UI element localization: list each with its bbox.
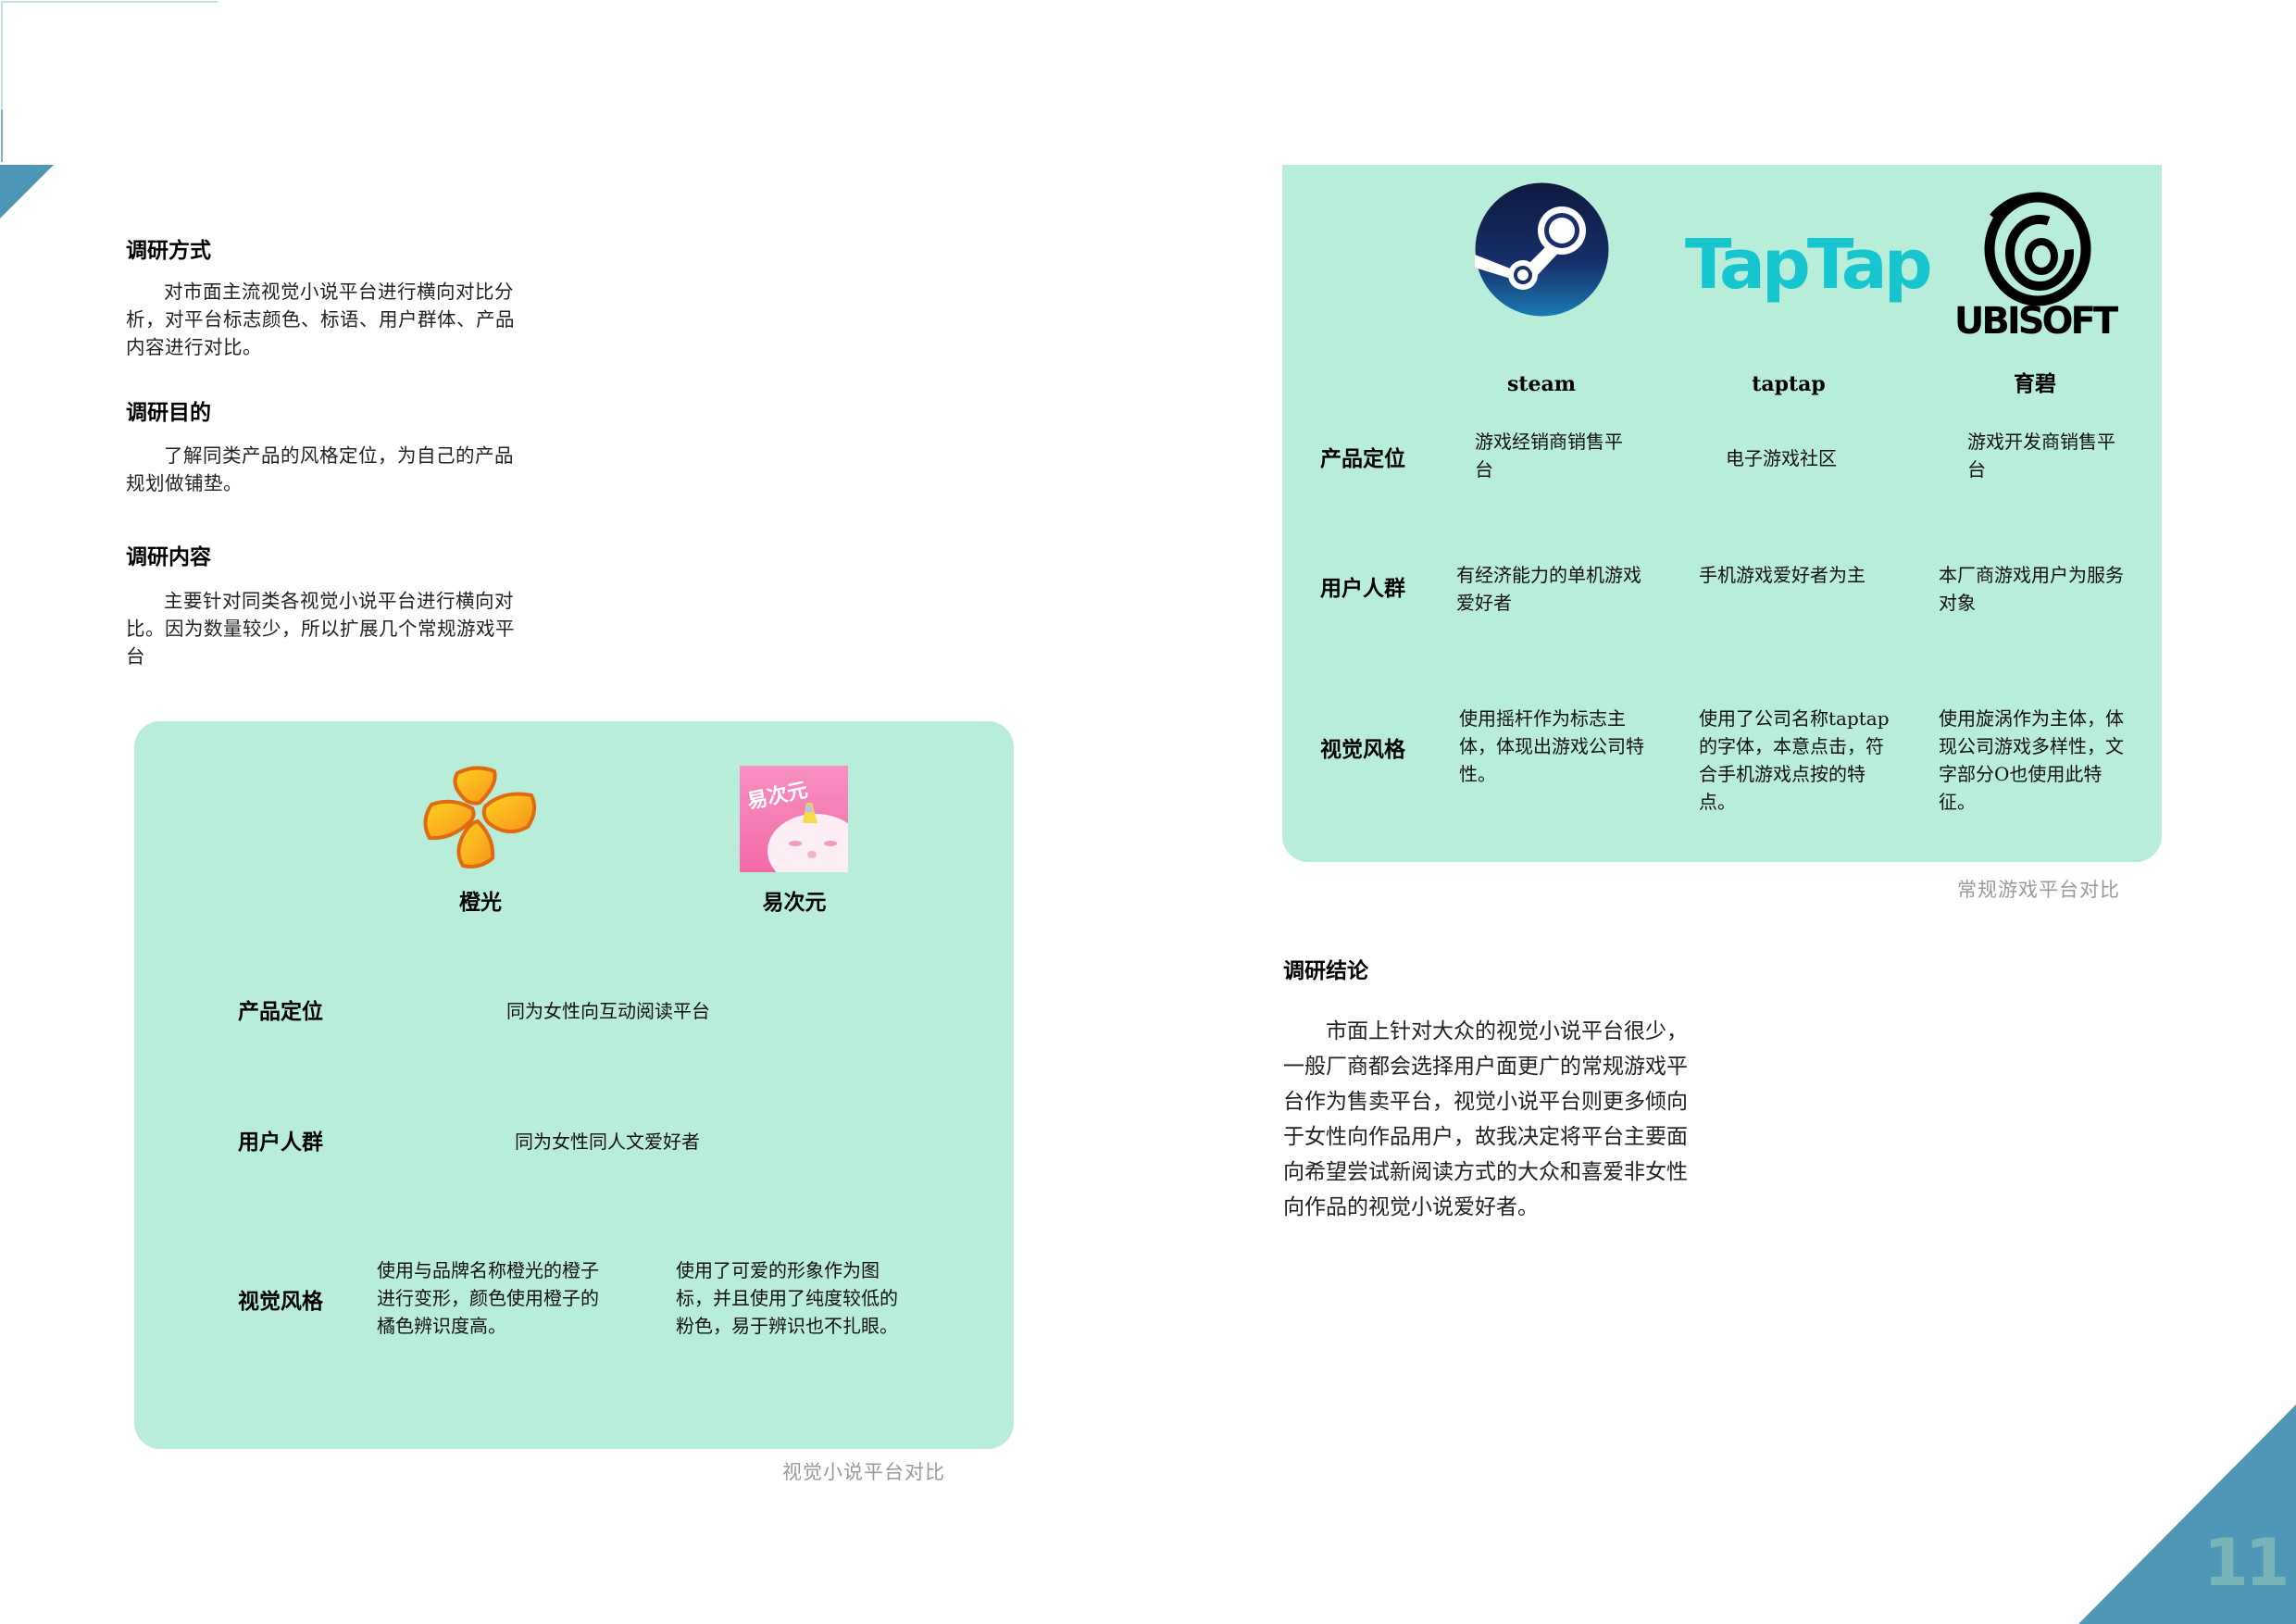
section-body-content: 主要针对同类各视觉小说平台进行横向对比。因为数量较少，所以扩展几个常规游戏平台 bbox=[126, 590, 515, 668]
page-number: 11 bbox=[2203, 1525, 2290, 1601]
game-audience-taptap: 手机游戏爱好者为主 bbox=[1699, 564, 1866, 586]
platform-name-steam: steam bbox=[1506, 372, 1577, 396]
game-audience-steam: 有经济能力的单机游戏爱好者 bbox=[1456, 564, 1641, 614]
game-visual-style-taptap: 使用了公司名称taptap的字体，本意点击，符合手机游戏点按的特点。 bbox=[1699, 707, 1890, 813]
game-positioning-steam: 游戏经销商销售平台 bbox=[1475, 431, 1623, 481]
orange-clover-logo-icon bbox=[418, 764, 541, 871]
game-positioning-ubisoft: 游戏开发商销售平台 bbox=[1967, 431, 2115, 481]
vn-positioning-value: 同为女性向互动阅读平台 bbox=[506, 1000, 710, 1022]
conclusion-body: 市面上针对大众的视觉小说平台很少，一般厂商都会选择用户面更广的常规游戏平台作为售… bbox=[1283, 1019, 1688, 1219]
game-positioning-taptap: 电子游戏社区 bbox=[1726, 447, 1837, 469]
vn-audience-value: 同为女性同人文爱好者 bbox=[515, 1131, 700, 1153]
vn-row-label-positioning: 产品定位 bbox=[238, 1000, 323, 1024]
platform-name-chengguang: 橙光 bbox=[459, 891, 502, 915]
game-row-label-audience: 用户人群 bbox=[1320, 577, 1405, 601]
vn-row-label-visual-style: 视觉风格 bbox=[238, 1290, 323, 1314]
game-card-caption: 常规游戏平台对比 bbox=[1957, 879, 2120, 901]
ubisoft-logo-icon bbox=[1984, 190, 2091, 306]
corner-triangle-top-left bbox=[0, 165, 54, 219]
section-body-purpose: 了解同类产品的风格定位，为自己的产品规划做铺垫。 bbox=[126, 444, 514, 494]
game-row-label-visual-style: 视觉风格 bbox=[1320, 738, 1405, 762]
vn-card-caption: 视觉小说平台对比 bbox=[782, 1461, 945, 1483]
section-body-method: 对市面主流视觉小说平台进行横向对比分析，对平台标志颜色、标语、用户群体、产品内容… bbox=[126, 281, 515, 358]
steam-logo-icon bbox=[1475, 182, 1609, 317]
vn-platform-comparison-card bbox=[134, 721, 1014, 1449]
game-visual-style-steam: 使用摇杆作为标志主体，体现出游戏公司特性。 bbox=[1459, 707, 1644, 785]
corner-frame-left-accent-line bbox=[1, 109, 3, 162]
vn-row-label-audience: 用户人群 bbox=[238, 1131, 323, 1155]
platform-name-ubisoft: 育碧 bbox=[2014, 372, 2056, 396]
corner-frame-top-line bbox=[2, 1, 218, 3]
ubisoft-wordmark: UBISOFT bbox=[1953, 300, 2118, 343]
game-row-label-positioning: 产品定位 bbox=[1320, 447, 1405, 471]
pink-unicorn-logo-icon: 易次元 bbox=[740, 766, 848, 872]
svg-text:易次元: 易次元 bbox=[745, 778, 810, 814]
vn-visual-style-chengguang: 使用与品牌名称橙光的橙子进行变形，颜色使用橙子的橘色辨识度高。 bbox=[377, 1259, 599, 1337]
game-platform-comparison-card bbox=[1282, 165, 2162, 862]
taptap-logo-icon: TapTap bbox=[1685, 225, 1933, 305]
section-heading-purpose: 调研目的 bbox=[126, 401, 211, 425]
section-heading-content: 调研内容 bbox=[126, 545, 211, 569]
section-heading-method: 调研方式 bbox=[126, 239, 211, 263]
game-visual-style-ubisoft: 使用旋涡作为主体，体现公司游戏多样性，文字部分O也使用此特征。 bbox=[1939, 707, 2124, 813]
conclusion-heading: 调研结论 bbox=[1283, 959, 1368, 983]
game-audience-ubisoft: 本厂商游戏用户为服务对象 bbox=[1939, 564, 2124, 614]
platform-name-yiciyuan: 易次元 bbox=[762, 891, 827, 915]
corner-triangle-bottom-right bbox=[2078, 1405, 2296, 1624]
corner-frame-left-line bbox=[1, 1, 3, 108]
platform-name-taptap: taptap bbox=[1752, 372, 1826, 396]
vn-visual-style-yiciyuan: 使用了可爱的形象作为图标，并且使用了纯度较低的粉色，易于辨识也不扎眼。 bbox=[676, 1259, 898, 1337]
